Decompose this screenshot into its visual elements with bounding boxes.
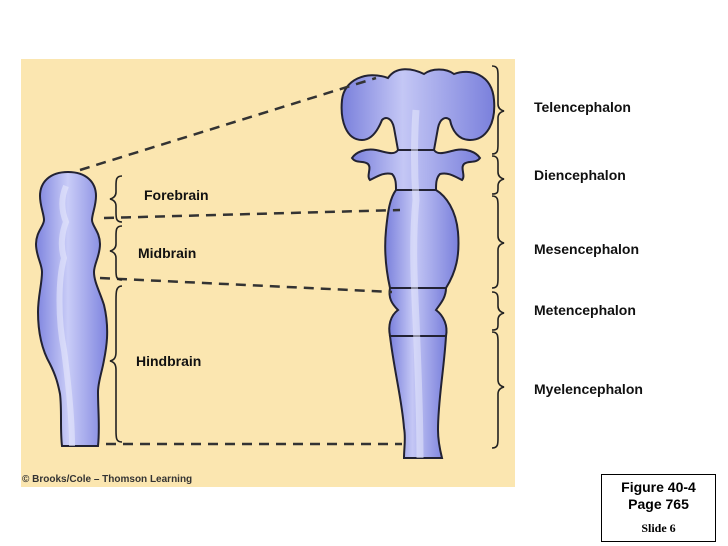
mature-brain-lumen xyxy=(410,109,424,459)
label-metencephalon: Metencephalon xyxy=(534,302,636,318)
telencephalon-vesicle xyxy=(340,68,496,151)
brace-hindbrain xyxy=(109,285,123,443)
label-hindbrain: Hindbrain xyxy=(136,353,202,369)
page-number: Page 765 xyxy=(628,496,689,512)
label-myelencephalon: Myelencephalon xyxy=(534,381,643,397)
brace-midbrain xyxy=(109,225,123,281)
mature-brain xyxy=(340,68,496,459)
dashed-line-midbrain-hindbrain xyxy=(99,276,393,294)
label-midbrain: Midbrain xyxy=(138,245,197,261)
right-braces xyxy=(491,65,505,449)
brace-metencephalon xyxy=(491,291,505,331)
early-neural-tube xyxy=(34,170,109,447)
brace-telencephalon xyxy=(491,65,505,155)
dashed-line-forebrain-midbrain xyxy=(103,208,401,220)
early-tube-lumen xyxy=(56,184,75,447)
brace-diencephalon xyxy=(491,155,505,195)
label-mesencephalon: Mesencephalon xyxy=(534,241,640,257)
brace-myelencephalon xyxy=(491,331,505,449)
copyright-credit: © Brooks/Cole – Thomson Learning xyxy=(22,474,193,485)
label-diencephalon: Diencephalon xyxy=(534,167,626,183)
brace-mesencephalon xyxy=(491,195,505,289)
slide-number: Slide 6 xyxy=(641,521,676,535)
mesencephalon-vesicle xyxy=(384,189,460,289)
brace-forebrain xyxy=(109,175,123,223)
label-forebrain: Forebrain xyxy=(144,187,209,203)
dashed-line-top xyxy=(79,76,377,172)
figure-reference-box: Figure 40-4 Page 765 Slide 6 xyxy=(601,474,716,542)
label-telencephalon: Telencephalon xyxy=(534,99,631,115)
left-braces xyxy=(109,175,123,443)
figure-number: Figure 40-4 xyxy=(621,479,696,495)
correspondence-lines xyxy=(79,76,402,446)
